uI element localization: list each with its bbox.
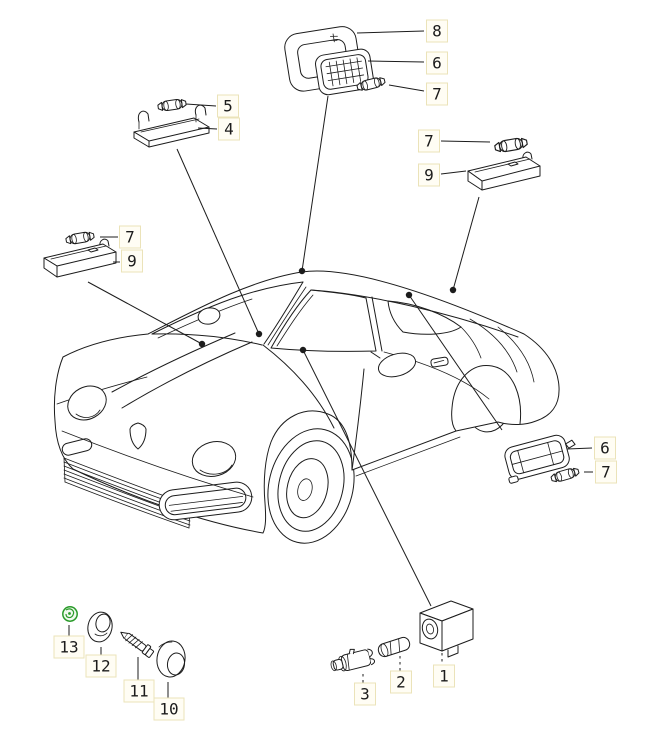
- callout-12-number: 12: [91, 657, 110, 676]
- anchor-leader-housing9-left-to-windshield: [87, 281, 203, 345]
- leader-callout-6-side: [566, 447, 593, 450]
- callout-6-top[interactable]: 6: [426, 51, 448, 75]
- anchor-dot-bracket4-to-windshield: [255, 330, 263, 338]
- anchor-leader-dome-light-to-roof: [301, 95, 329, 272]
- callout-10-number: 10: [159, 700, 178, 719]
- callout-8-top[interactable]: 8: [426, 19, 448, 43]
- callout-7-left-number: 7: [125, 228, 135, 247]
- hood-crest: [129, 422, 147, 450]
- car-body-outline: [53, 270, 560, 534]
- bumper-top-edge: [61, 430, 254, 498]
- leader-callout-5: [185, 103, 217, 107]
- anchor-dot-dash-point-to-lamp1: [299, 346, 307, 354]
- callout-7-top[interactable]: 7: [426, 82, 448, 106]
- part-7-bulb-right: [493, 136, 529, 154]
- b-pillar: [371, 296, 383, 352]
- quarter-crease: [460, 326, 482, 359]
- part-9-housing-right: [467, 151, 541, 191]
- callout-7-top-number: 7: [432, 85, 442, 104]
- callout-9-right[interactable]: 9: [418, 163, 440, 187]
- part-2-bulb: [377, 636, 411, 658]
- door-window-inner-line: [276, 294, 314, 347]
- door-seam: [351, 368, 365, 471]
- callout-6-side[interactable]: 6: [594, 436, 616, 460]
- callout-8-top-number: 8: [432, 22, 442, 41]
- anchor-leader-housing9-right-to-roof: [452, 196, 480, 291]
- engine-lid-line-2: [497, 326, 535, 383]
- engine-lid-line-1: [469, 318, 518, 373]
- anchor-dot-housing6-side-to-pillar: [405, 291, 413, 299]
- far-side-accent: [56, 376, 148, 405]
- part-4-lamp-bracket: [133, 104, 210, 148]
- callout-3[interactable]: 3: [354, 682, 376, 706]
- leader-callout-7-top: [388, 84, 425, 92]
- callout-1-number: 1: [439, 667, 449, 686]
- part-9-housing-left: [43, 238, 117, 278]
- anchor-leader-bracket4-to-windshield: [176, 148, 260, 335]
- near-bumper-intake: [158, 481, 253, 521]
- callout-4[interactable]: 4: [218, 117, 240, 141]
- part-11-screw: [120, 631, 155, 658]
- leader-callout-9-right: [440, 170, 467, 175]
- rear-wheel-arch: [451, 365, 522, 432]
- leader-callout-6-top: [367, 60, 425, 63]
- callout-labels: 8 6 7 5 4 7 9 7 9 6 7 13 12 11 10 3 2 1: [53, 19, 617, 721]
- callout-7-right[interactable]: 7: [418, 129, 440, 153]
- part-6-housing-side: [504, 434, 576, 484]
- hood-seam-near: [121, 341, 253, 409]
- part-13-circlip-highlighted: [62, 606, 78, 622]
- callout-9-right-number: 9: [424, 166, 434, 185]
- drip-rail: [310, 289, 519, 338]
- far-headlight: [67, 385, 107, 421]
- callout-7-side[interactable]: 7: [595, 460, 617, 484]
- anchor-dot-housing9-left-to-windshield: [198, 340, 206, 348]
- anchor-leader-dash-point-to-lamp1: [302, 349, 432, 607]
- far-mirror: [197, 307, 221, 325]
- callout-7-side-number: 7: [601, 463, 611, 482]
- callout-6-top-number: 6: [432, 54, 442, 73]
- anchor-dot-dome-light-to-roof: [298, 267, 306, 275]
- callout-11[interactable]: 11: [123, 679, 155, 703]
- part-7-bulb-left: [64, 230, 96, 246]
- callout-7-left[interactable]: 7: [119, 225, 141, 249]
- callout-2-number: 2: [396, 673, 406, 692]
- anchor-dot-housing9-right-to-roof: [449, 286, 457, 294]
- callout-12[interactable]: 12: [85, 654, 117, 678]
- part-12-grommet-ring: [87, 611, 113, 643]
- door-window: [270, 289, 377, 352]
- part-1-lamp-housing: [419, 600, 474, 658]
- rocker-panel: [355, 436, 461, 477]
- callout-1[interactable]: 1: [433, 664, 455, 688]
- callout-9-left[interactable]: 9: [121, 249, 143, 273]
- leader-callout-7-right: [440, 140, 491, 143]
- near-fender-crease: [262, 344, 335, 429]
- part-5-bulb: [156, 97, 188, 113]
- near-mirror: [370, 351, 417, 378]
- callout-4-number: 4: [224, 120, 234, 139]
- callout-10[interactable]: 10: [153, 697, 185, 721]
- door-handle: [430, 356, 449, 368]
- callout-11-number: 11: [129, 682, 148, 701]
- callout-13[interactable]: 13: [53, 635, 85, 659]
- part-10-grommet-cap: [156, 640, 186, 678]
- anchor-leader-housing6-side-to-pillar: [408, 294, 503, 431]
- callout-6-side-number: 6: [600, 439, 610, 458]
- callout-5-number: 5: [223, 97, 233, 116]
- leader-callout-4: [197, 127, 218, 130]
- callout-7-right-number: 7: [424, 132, 434, 151]
- far-bumper-slot: [61, 438, 93, 456]
- front-wheel: [267, 428, 355, 544]
- hood-seam-far: [111, 332, 236, 393]
- leader-lines: [68, 30, 593, 698]
- part-3-bulb-socket: [330, 648, 375, 672]
- callout-2[interactable]: 2: [390, 670, 412, 694]
- leader-callout-8-top: [356, 30, 425, 34]
- callout-13-number: 13: [59, 638, 78, 657]
- callout-9-left-number: 9: [127, 252, 137, 271]
- near-headlight: [191, 441, 237, 477]
- callout-3-number: 3: [360, 685, 370, 704]
- callout-5[interactable]: 5: [217, 94, 239, 118]
- car-illustration: [53, 270, 560, 544]
